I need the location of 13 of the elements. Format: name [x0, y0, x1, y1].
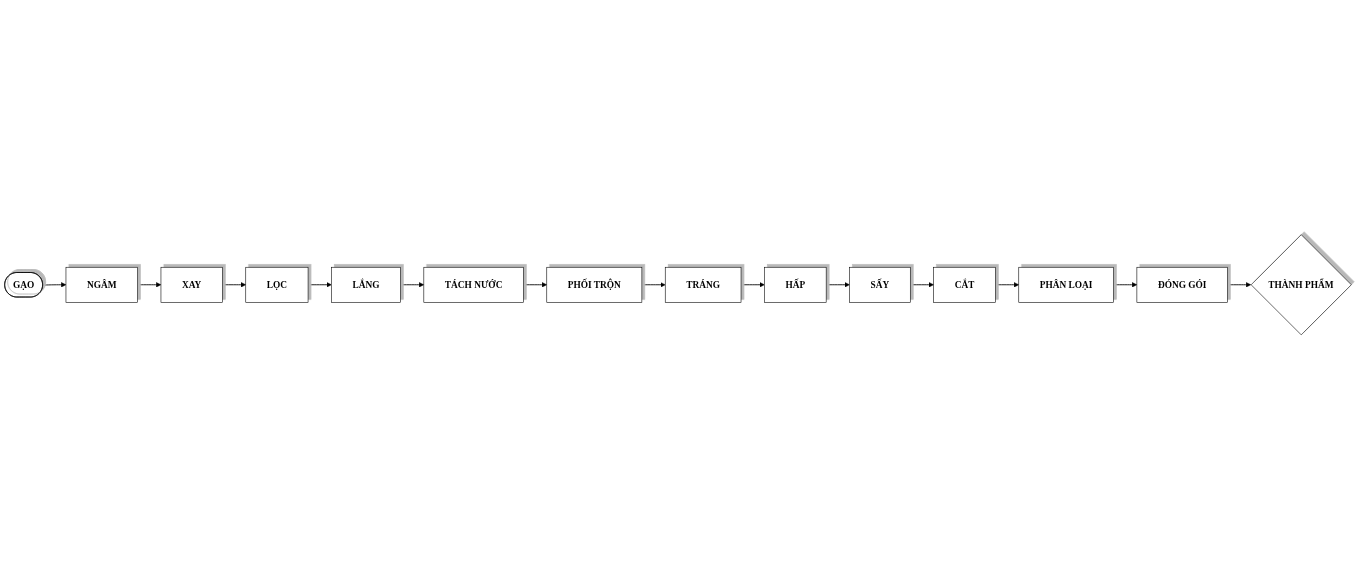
node-box: TRÁNG — [664, 267, 742, 303]
node-box: ĐÓNG GÓI — [1136, 267, 1228, 303]
node-box: PHỐI TRỘN — [546, 267, 643, 303]
node-box: LẮNG — [331, 267, 401, 303]
node-box: XAY — [160, 267, 223, 303]
node-box: CẮT — [933, 267, 996, 303]
node-box: HẤP — [764, 267, 827, 303]
node-box: PHÂN LOẠI — [1018, 267, 1114, 303]
node-box: NGÂM — [65, 267, 138, 303]
node-box: TÁCH NƯỚC — [423, 267, 524, 303]
node-diamond: THÀNH PHẨM — [1250, 234, 1352, 336]
node-box: LỌC — [245, 267, 309, 303]
node-box: SẤY — [849, 267, 911, 303]
